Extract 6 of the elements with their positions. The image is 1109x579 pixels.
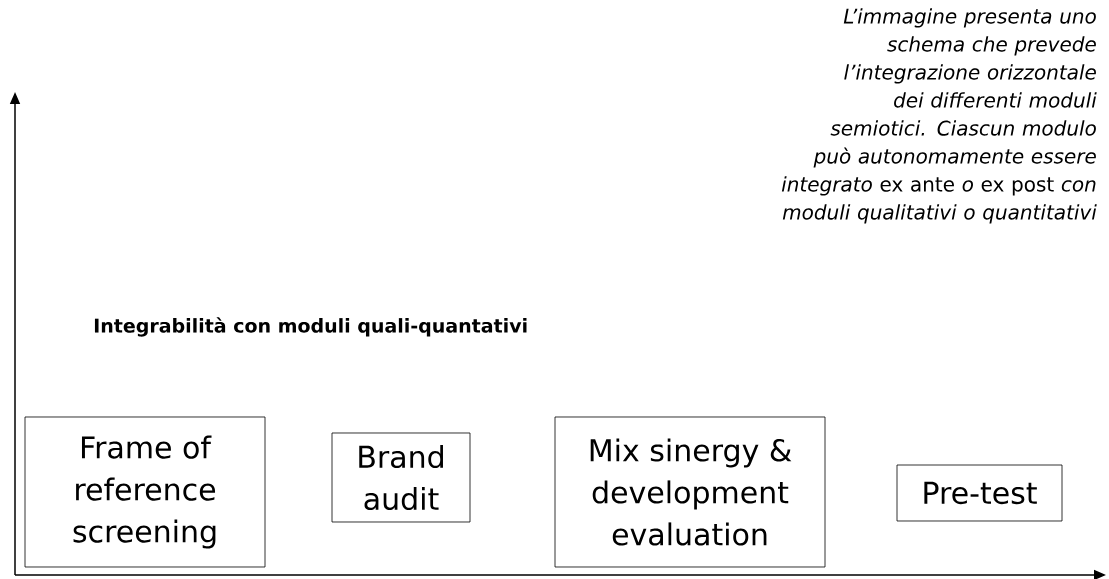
axis-title: Integrabilità con moduli quali-quantativi [94, 317, 527, 337]
note-text: L’immagine presenta uno schema che prevede l’integrazione orizzontale dei differenti moduli semiotici. Ciascun modulo può autonomamente essere integrato ex ante o ex post con moduli qualitativi o quantitativi [781, 8, 1097, 224]
process-box: Mix sinergy & development evaluation [554, 416, 826, 568]
process-box: Brand audit [331, 432, 471, 523]
process-box: Frame of reference screening [24, 416, 266, 568]
process-box: Pre-test [896, 464, 1063, 522]
